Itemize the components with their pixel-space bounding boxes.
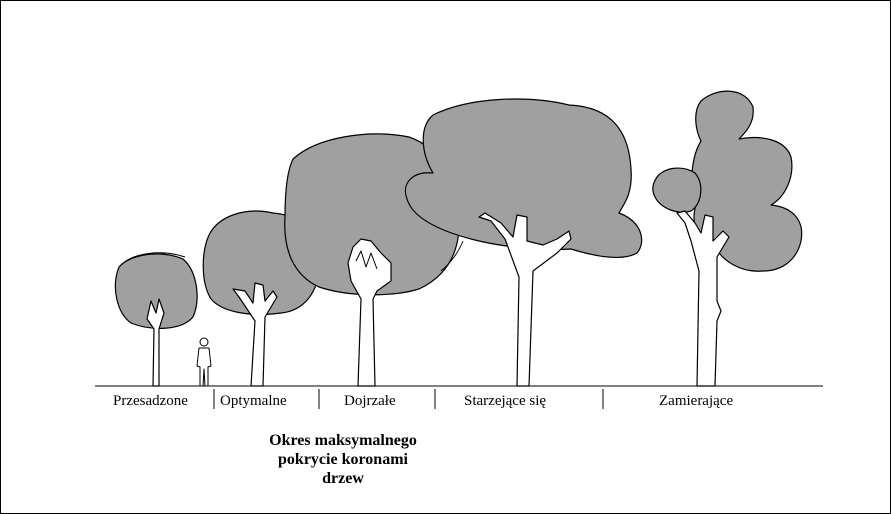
caption-line-3: drzew xyxy=(213,469,473,488)
stage-label-transplanted: Przesadzone xyxy=(113,393,188,410)
stage-label-dying: Zamierające xyxy=(659,393,733,410)
stage-label-optimal: Optymalne xyxy=(220,393,287,410)
stage-label-aging: Starzejące się xyxy=(464,393,546,410)
tree-dying xyxy=(653,91,802,386)
trunk-optimal xyxy=(233,283,277,386)
trunk-transplanted xyxy=(147,299,164,386)
caption-line-2: pokrycie koronami xyxy=(213,450,473,469)
tree-transplanted xyxy=(115,253,197,386)
max-canopy-caption: Okres maksymalnego pokrycie koronami drz… xyxy=(213,431,473,488)
crown-dying-left xyxy=(653,168,701,212)
person-silhouette xyxy=(197,338,211,386)
stage-label-mature: Dojrzałe xyxy=(344,393,396,410)
trunk-dying xyxy=(677,211,729,386)
caption-line-1: Okres maksymalnego xyxy=(213,431,473,450)
